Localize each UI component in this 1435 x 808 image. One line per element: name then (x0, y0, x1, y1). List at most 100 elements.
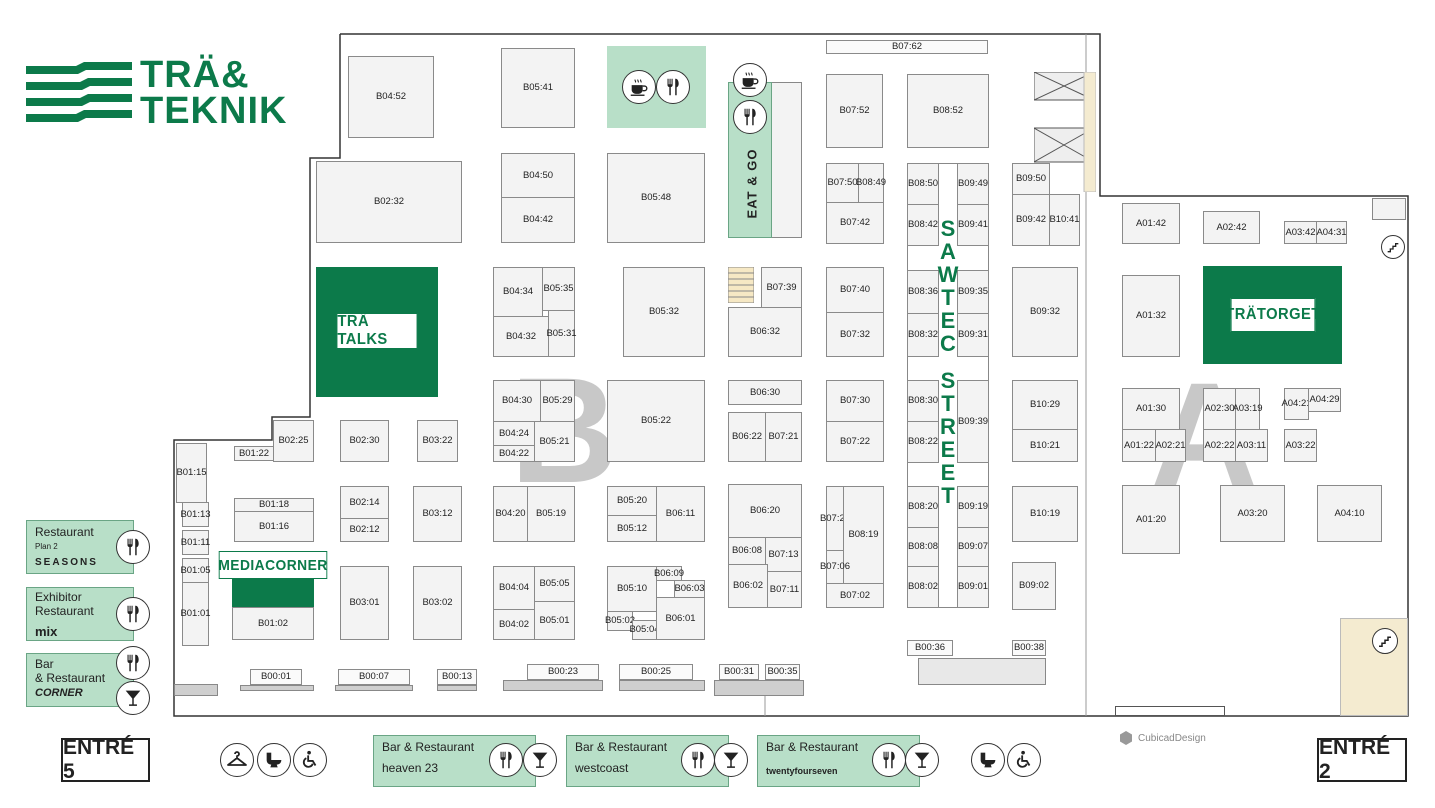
booth-b02-14[interactable]: B02:14 (340, 486, 389, 519)
booth-b07-11[interactable]: B07:11 (767, 571, 802, 608)
booth-b02-32[interactable]: B02:32 (316, 161, 462, 243)
booth-b08-08[interactable]: B08:08 (907, 527, 939, 567)
booth-b07-50[interactable]: B07:50 (826, 163, 859, 203)
booth-a01-42[interactable]: A01:42 (1122, 203, 1180, 244)
booth-b05-21[interactable]: B05:21 (534, 421, 575, 462)
booth-a02-30[interactable]: A02:30 (1203, 388, 1236, 430)
booth-a01-30[interactable]: A01:30 (1122, 388, 1180, 430)
booth-b07-52[interactable]: B07:52 (826, 74, 883, 148)
booth-b00-07[interactable]: B00:07 (338, 669, 410, 685)
booth-b06-30[interactable]: B06:30 (728, 380, 802, 405)
booth-b08-30[interactable]: B08:30 (907, 380, 939, 422)
booth-b07-20[interactable]: B07:20 (820, 486, 850, 551)
entrance-2[interactable]: ENTRÉ 2 (1317, 736, 1407, 783)
booth-b04-42[interactable]: B04:42 (501, 197, 575, 243)
booth-b05-01[interactable]: B05:01 (534, 601, 575, 640)
booth-b05-19[interactable]: B05:19 (527, 486, 575, 542)
booth-b08-49[interactable]: B08:49 (856, 163, 886, 203)
booth-b04-24[interactable]: B04:24 (493, 421, 535, 446)
booth-b06-32[interactable]: B06:32 (728, 307, 802, 357)
legend-seasons[interactable]: Restaurant Plan 2 SEASONS (26, 520, 134, 574)
booth-b08-02[interactable]: B08:02 (907, 566, 939, 608)
booth-b08-52[interactable]: B08:52 (907, 74, 989, 148)
booth-b04-52[interactable]: B04:52 (348, 56, 434, 138)
booth-b07-39[interactable]: B07:39 (761, 267, 802, 308)
booth-b04-02[interactable]: B04:02 (493, 609, 535, 640)
booth-b09-35[interactable]: B09:35 (957, 270, 989, 314)
booth-b05-04[interactable]: B05:04 (629, 620, 660, 640)
booth-b05-29[interactable]: B05:29 (540, 380, 575, 422)
booth-b04-04[interactable]: B04:04 (493, 566, 535, 610)
booth-b07-40[interactable]: B07:40 (826, 267, 884, 313)
booth-a03-20[interactable]: A03:20 (1220, 485, 1285, 542)
booth-b03-12[interactable]: B03:12 (413, 486, 462, 542)
booth-b07-62[interactable]: B07:62 (826, 40, 988, 54)
booth-b04-50[interactable]: B04:50 (501, 153, 575, 198)
booth-b09-19[interactable]: B09:19 (957, 486, 989, 528)
booth-b04-34[interactable]: B04:34 (493, 267, 543, 317)
booth-b00-23[interactable]: B00:23 (527, 664, 599, 680)
booth-b08-19[interactable]: B08:19 (843, 486, 884, 584)
booth-b08-32[interactable]: B08:32 (907, 313, 939, 357)
booth-b00-35[interactable]: B00:35 (765, 664, 800, 680)
booth-b06-11[interactable]: B06:11 (656, 486, 705, 542)
booth-b03-22[interactable]: B03:22 (417, 420, 458, 462)
entrance-5[interactable]: ENTRÉ 5 (61, 736, 150, 783)
booth-b08-36[interactable]: B08:36 (907, 270, 939, 314)
booth-b05-22[interactable]: B05:22 (607, 380, 705, 462)
booth-b05-31[interactable]: B05:31 (546, 310, 577, 357)
booth-a04-31[interactable]: A04:31 (1316, 221, 1347, 244)
booth-b09-39[interactable]: B09:39 (957, 380, 989, 463)
booth-b00-36[interactable]: B00:36 (907, 640, 953, 656)
booth-b05-05[interactable]: B05:05 (534, 566, 575, 602)
booth-b05-48[interactable]: B05:48 (607, 153, 705, 243)
booth-b05-32[interactable]: B05:32 (623, 267, 705, 357)
booth-b01-11[interactable]: B01:11 (181, 530, 210, 555)
booth-b09-32[interactable]: B09:32 (1012, 267, 1078, 357)
booth-b05-41[interactable]: B05:41 (501, 48, 575, 128)
booth-b00-31[interactable]: B00:31 (719, 664, 759, 680)
booth-b07-42[interactable]: B07:42 (826, 202, 884, 244)
booth-a03-22[interactable]: A03:22 (1284, 429, 1317, 462)
booth-b09-50[interactable]: B09:50 (1012, 163, 1050, 195)
booth-a01-20[interactable]: A01:20 (1122, 485, 1180, 554)
booth-b06-02[interactable]: B06:02 (728, 564, 768, 608)
booth-b01-02[interactable]: B01:02 (232, 607, 314, 640)
booth-b06-09[interactable]: B06:09 (654, 566, 684, 581)
booth-b07-02[interactable]: B07:02 (826, 583, 884, 608)
booth-b08-22[interactable]: B08:22 (907, 421, 939, 463)
booth-b03-01[interactable]: B03:01 (340, 566, 389, 640)
booth-b05-35[interactable]: B05:35 (542, 267, 575, 311)
booth-b07-21[interactable]: B07:21 (765, 412, 802, 462)
booth-b00-13[interactable]: B00:13 (437, 669, 477, 685)
booth-b08-50[interactable]: B08:50 (907, 163, 939, 205)
booth-b08-42[interactable]: B08:42 (907, 204, 939, 246)
booth-b09-41[interactable]: B09:41 (957, 204, 989, 246)
booth-b02-30[interactable]: B02:30 (340, 420, 389, 462)
booth-b02-25[interactable]: B02:25 (273, 420, 314, 462)
booth-b10-21[interactable]: B10:21 (1012, 429, 1078, 462)
booth-b00-38[interactable]: B00:38 (1012, 640, 1046, 656)
booth-b00-25[interactable]: B00:25 (619, 664, 693, 680)
booth-b00-01[interactable]: B00:01 (250, 669, 302, 685)
booth-b10-41[interactable]: B10:41 (1049, 194, 1080, 246)
booth-b01-13[interactable]: B01:13 (180, 502, 211, 527)
booth-b07-30[interactable]: B07:30 (826, 380, 884, 422)
booth-b09-02[interactable]: B09:02 (1012, 562, 1056, 610)
booth-b09-07[interactable]: B09:07 (957, 527, 989, 567)
booth-b05-12[interactable]: B05:12 (607, 515, 657, 542)
booth-b09-31[interactable]: B09:31 (957, 313, 989, 357)
booth-b05-20[interactable]: B05:20 (607, 486, 657, 516)
booth-a03-11[interactable]: A03:11 (1235, 429, 1268, 462)
booth-a04-10[interactable]: A04:10 (1317, 485, 1382, 542)
booth-b06-03[interactable]: B06:03 (674, 580, 705, 598)
booth-b03-02[interactable]: B03:02 (413, 566, 462, 640)
booth-b02-12[interactable]: B02:12 (340, 518, 389, 542)
booth-b06-22[interactable]: B06:22 (728, 412, 766, 462)
booth-a02-42[interactable]: A02:42 (1203, 211, 1260, 244)
booth-a02-22[interactable]: A02:22 (1203, 429, 1236, 462)
booth-a01-22[interactable]: A01:22 (1122, 429, 1156, 462)
booth-b09-01[interactable]: B09:01 (957, 566, 989, 608)
booth-b07-22[interactable]: B07:22 (826, 421, 884, 462)
booth-a04-29[interactable]: A04:29 (1308, 388, 1341, 412)
